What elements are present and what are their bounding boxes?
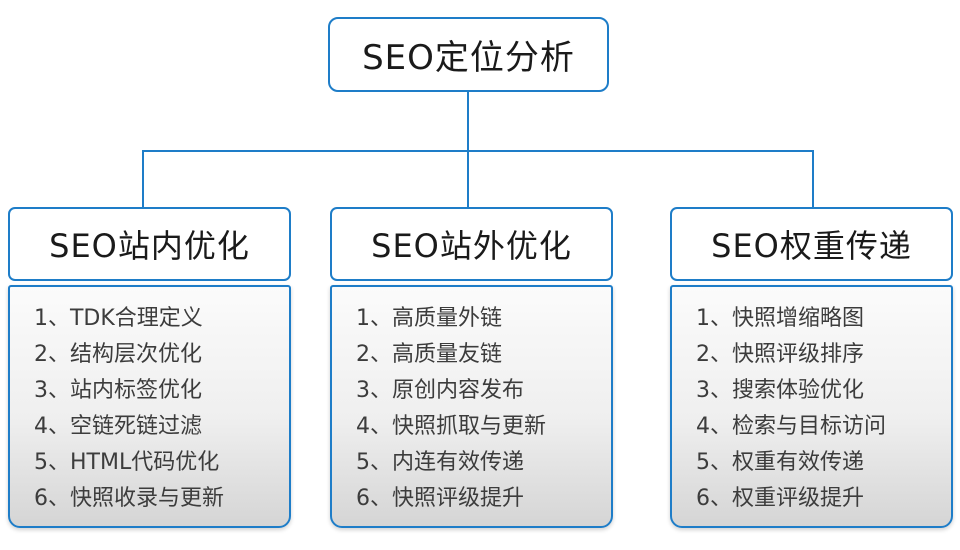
- list-item: 3、站内标签优化: [34, 378, 202, 403]
- list-item: 1、快照增缩略图: [696, 306, 864, 331]
- list-item: 3、原创内容发布: [356, 378, 524, 403]
- branch-onsite-title-box: SEO站内优化: [8, 207, 291, 281]
- list-item: 4、空链死链过滤: [34, 414, 202, 439]
- list-item: 2、结构层次优化: [34, 342, 202, 367]
- branch-weight-list: 1、快照增缩略图 2、快照评级排序 3、搜索体验优化 4、检索与目标访问 5、权…: [670, 285, 953, 528]
- list-item: 5、权重有效传递: [696, 450, 864, 475]
- list-item: 6、快照评级提升: [356, 486, 524, 511]
- branch-offsite-title-box: SEO站外优化: [330, 207, 613, 281]
- branch-offsite: SEO站外优化 1、高质量外链 2、高质量友链 3、原创内容发布 4、快照抓取与…: [330, 207, 613, 528]
- list-item: 2、高质量友链: [356, 342, 502, 367]
- branch-offsite-title: SEO站外优化: [371, 227, 572, 265]
- branch-weight-title-box: SEO权重传递: [670, 207, 953, 281]
- branch-onsite: SEO站内优化 1、TDK合理定义 2、结构层次优化 3、站内标签优化 4、空链…: [8, 207, 291, 528]
- list-item: 5、内连有效传递: [356, 450, 524, 475]
- connector-root-vertical: [467, 92, 469, 207]
- list-item: 3、搜索体验优化: [696, 378, 864, 403]
- list-item: 4、快照抓取与更新: [356, 414, 546, 439]
- list-item: 6、权重评级提升: [696, 486, 864, 511]
- root-node-title: SEO定位分析: [362, 38, 575, 78]
- branch-onsite-title: SEO站内优化: [49, 227, 250, 265]
- branch-offsite-list: 1、高质量外链 2、高质量友链 3、原创内容发布 4、快照抓取与更新 5、内连有…: [330, 285, 613, 528]
- list-item: 6、快照收录与更新: [34, 486, 224, 511]
- connector-horizontal: [142, 150, 814, 152]
- branch-weight: SEO权重传递 1、快照增缩略图 2、快照评级排序 3、搜索体验优化 4、检索与…: [670, 207, 953, 528]
- list-item: 4、检索与目标访问: [696, 414, 886, 439]
- connector-right-vertical: [812, 150, 814, 207]
- connector-left-vertical: [142, 150, 144, 207]
- list-item: 2、快照评级排序: [696, 342, 864, 367]
- branch-weight-title: SEO权重传递: [711, 227, 912, 265]
- list-item: 5、HTML代码优化: [34, 450, 220, 475]
- list-item: 1、TDK合理定义: [34, 306, 203, 331]
- root-node: SEO定位分析: [328, 17, 609, 92]
- branch-onsite-list: 1、TDK合理定义 2、结构层次优化 3、站内标签优化 4、空链死链过滤 5、H…: [8, 285, 291, 528]
- list-item: 1、高质量外链: [356, 306, 502, 331]
